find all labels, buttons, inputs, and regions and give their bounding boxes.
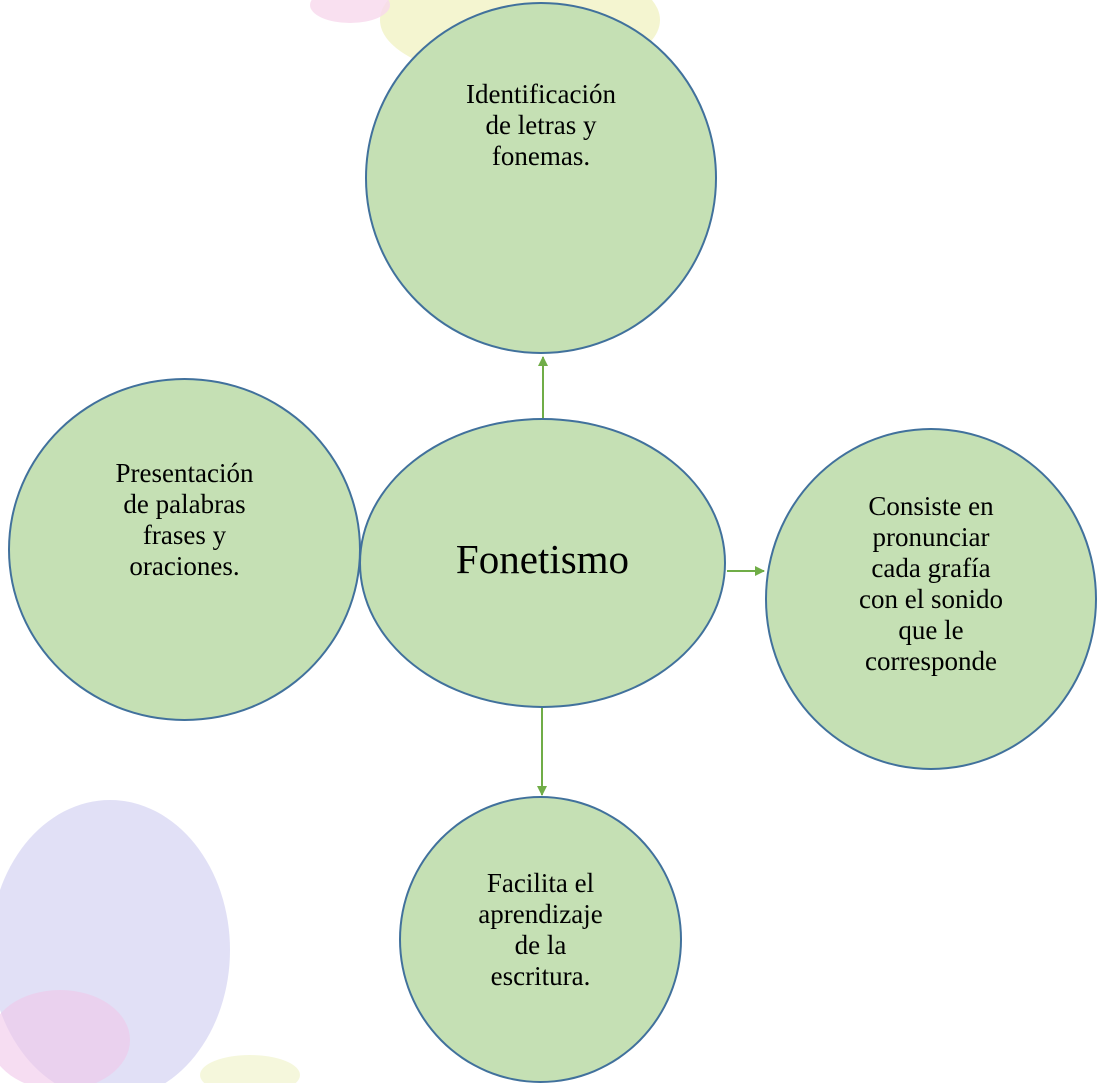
node-consiste-label: Consiste en pronunciar cada grafía con e… [859, 491, 1003, 676]
node-consiste: Consiste en pronunciar cada grafía con e… [765, 428, 1097, 770]
node-identificacion: Identificación de letras y fonemas. [365, 2, 717, 354]
node-fonetismo-label: Fonetismo [455, 536, 630, 582]
node-identificacion-label: Identificación de letras y fonemas. [466, 79, 616, 171]
node-fonetismo: Fonetismo [359, 418, 726, 708]
node-presentacion: Presentación de palabras frases y oracio… [8, 378, 361, 721]
node-presentacion-label: Presentación de palabras frases y oracio… [115, 457, 254, 581]
node-facilita: Facilita el aprendizaje de la escritura. [399, 796, 682, 1083]
node-facilita-label: Facilita el aprendizaje de la escritura. [478, 867, 603, 991]
